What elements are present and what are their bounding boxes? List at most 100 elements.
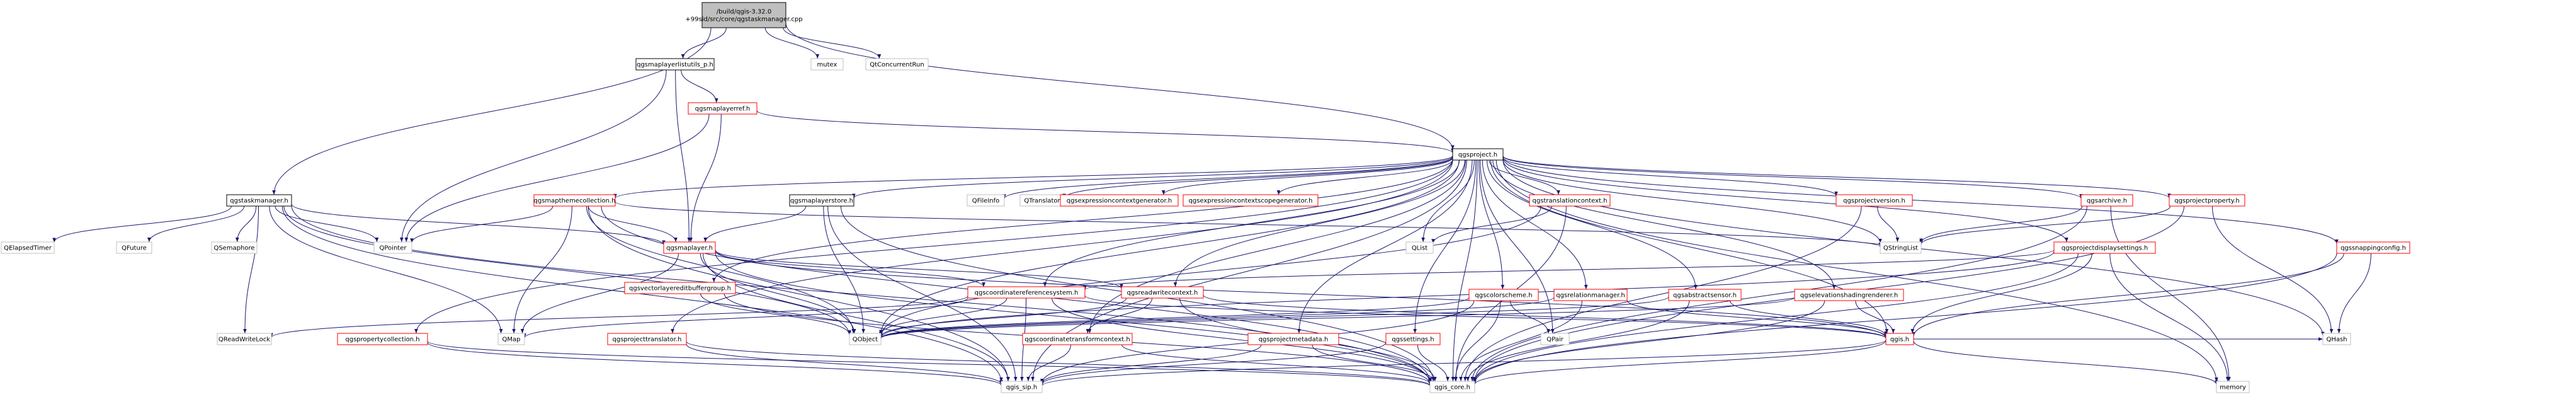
node-snapcfg[interactable]: qgssnappingconfig.h [2336, 241, 2410, 254]
edge-translctx-to-qlist [1431, 205, 1552, 244]
edge-settings-to-qgissip [1040, 342, 1387, 385]
node-box-settings [1385, 333, 1441, 345]
node-propcoll[interactable]: qgspropertycollection.h [337, 333, 428, 345]
node-colorscheme[interactable]: qgscolorscheme.h [1468, 289, 1539, 301]
edge-maplayer-to-qgiscore [715, 252, 1432, 383]
node-projprop[interactable]: qgsprojectproperty.h [2169, 194, 2245, 207]
node-box-qsemaphore [211, 241, 258, 254]
edge-maplayer-to-crs [715, 251, 985, 287]
node-translctx[interactable]: qgstranslationcontext.h [1529, 194, 1611, 207]
edge-relmgr-to-qgiscore [1459, 300, 1582, 382]
node-box-projprop [2169, 194, 2245, 207]
node-box-root [701, 2, 786, 28]
edge-project-to-abssensor [1487, 159, 1698, 290]
node-ctctx[interactable]: qgscoordinatetransformcontext.h [1022, 333, 1133, 345]
node-projmeta[interactable]: qgsprojectmetadata.h [1247, 333, 1339, 345]
node-box-qobject [849, 333, 882, 345]
edge-crs-to-qgis [1084, 295, 1888, 339]
node-settings[interactable]: qgssettings.h [1385, 333, 1441, 345]
node-box-qfileinfo [967, 194, 1005, 207]
edge-taskmgr-to-qobject [283, 205, 851, 336]
edge-project-to-snapcfg [1502, 157, 2339, 244]
node-qstringlist: QStringList [1880, 241, 1922, 254]
node-label-qstringlist: QStringList [1883, 245, 1918, 252]
node-label-utils: qgsmaplayerlistutils_p.h [637, 62, 713, 69]
edge-relmgr-to-qgis [1626, 300, 1888, 338]
node-qhash: QHash [2322, 333, 2351, 345]
node-theme[interactable]: qgsmapthemecollection.h [533, 194, 616, 207]
edge-projprop-to-qhash [2211, 205, 2334, 334]
node-abssensor[interactable]: qgsabstractsensor.h [1668, 289, 1742, 301]
edge-colorscheme-to-qgiscore [1453, 300, 1501, 382]
edge-project-to-qgiscore [1451, 159, 1478, 382]
node-label-settings: qgssettings.h [1392, 337, 1434, 343]
node-utils[interactable]: qgsmaplayerlistutils_p.h [635, 58, 715, 71]
node-label-mlref: qgsmaplayerref.h [695, 106, 750, 113]
node-dispset[interactable]: qgsprojectdisplaysettings.h [2053, 241, 2156, 254]
node-projver[interactable]: qgsprojectversion.h [1836, 194, 1913, 207]
node-root[interactable]: /build/qgis-3.32.0+99sid/src/core/qgstas… [685, 2, 803, 28]
edge-project-to-qgissip [1031, 159, 1467, 382]
edge-project-to-store [852, 156, 1453, 199]
edge-taskmgr-to-maplayer [291, 204, 666, 245]
node-vlebuf[interactable]: qgsvectorlayereditbuffergroup.h [624, 282, 736, 294]
node-box-memory [2216, 381, 2250, 393]
node-label-readwrite: qgsreadwritecontext.h [1127, 290, 1198, 297]
edge-root-to-qtconc [783, 27, 882, 59]
node-label-ctctx: qgscoordinatetransformcontext.h [1024, 337, 1130, 343]
node-label-snapcfg: qgssnappingconfig.h [2341, 245, 2406, 252]
node-archive[interactable]: qgsarchive.h [2080, 194, 2133, 207]
edge-archive-to-memory [2110, 205, 2231, 382]
edge-utils-to-mlref [681, 69, 718, 103]
node-label-qpair: QPair [1546, 337, 1563, 343]
edge-project-to-qstringlist [1502, 159, 1882, 243]
edge-utils-to-maplayer [675, 69, 691, 243]
node-label-vlebuf: qgsvectorlayereditbuffergroup.h [629, 285, 731, 292]
edge-project-to-theme [613, 155, 1453, 199]
edge-projprop-to-qstringlist [1919, 205, 2171, 245]
node-qgis[interactable]: qgis.h [1885, 333, 1914, 345]
edge-snapcfg-to-qhash [2337, 253, 2371, 334]
edge-project-to-propcoll [414, 158, 1453, 334]
node-label-memory: memory [2220, 384, 2246, 391]
node-qmap: QMap [497, 333, 525, 345]
edge-theme-to-maplayer [587, 205, 678, 243]
node-box-crs [967, 286, 1086, 299]
node-qfileinfo: QFileInfo [967, 194, 1005, 207]
node-label-projmeta: qgsprojectmetadata.h [1259, 337, 1329, 343]
edge-taskmgr-to-qfuture [147, 205, 245, 243]
node-maplayer[interactable]: qgsmaplayer.h [663, 241, 716, 254]
node-mlref[interactable]: qgsmaplayerref.h [688, 102, 757, 115]
node-box-utils [635, 58, 715, 71]
node-exprscope[interactable]: qgsexpressioncontextscopegenerator.h [1183, 194, 1319, 207]
node-box-qmap [497, 333, 525, 345]
edge-propcoll-to-qgissip [427, 342, 1003, 386]
node-label-qfileinfo: QFileInfo [972, 198, 1000, 205]
node-crs[interactable]: qgscoordinatereferencesystem.h [967, 286, 1086, 299]
edge-projver-to-qgiscore [1463, 205, 1862, 382]
node-project[interactable]: qgsproject.h [1452, 148, 1504, 161]
node-readwrite[interactable]: qgsreadwritecontext.h [1121, 286, 1204, 299]
edge-maplayer-to-qgissip [702, 253, 1010, 382]
node-label-qobject: QObject [853, 337, 878, 343]
edge-abssensor-to-qgis [1729, 300, 1888, 337]
node-box-qreadwritelock [217, 333, 272, 345]
node-label-mutex: mutex [817, 62, 837, 69]
node-label-abssensor: qgsabstractsensor.h [1673, 292, 1737, 299]
edge-project-to-vlebuf [712, 158, 1453, 283]
node-relmgr[interactable]: qgsrelationmanager.h [1553, 289, 1628, 301]
edge-project-to-settings [1413, 159, 1477, 334]
node-box-qelapsed [1, 241, 55, 254]
node-store[interactable]: qgsmaplayerstore.h [789, 194, 854, 207]
node-label-elevshade: qgselevationshadingrenderer.h [1800, 292, 1898, 299]
node-label-translctx: qgstranslationcontext.h [1533, 198, 1608, 205]
edge-maplayer-to-qgis [715, 250, 1888, 338]
node-taskmgr[interactable]: qgstaskmanager.h [226, 194, 292, 207]
edge-taskmgr-to-qpointer [275, 205, 379, 243]
node-box-qgissip [1001, 381, 1043, 393]
edge-root-to-project [785, 23, 1455, 150]
node-label-store: qgsmaplayerstore.h [790, 198, 853, 205]
node-projtrans[interactable]: qgsprojecttranslator.h [607, 333, 687, 345]
node-exprgen[interactable]: qgsexpressioncontextgenerator.h [1060, 194, 1179, 207]
node-elevshade[interactable]: qgselevationshadingrenderer.h [1794, 289, 1904, 301]
